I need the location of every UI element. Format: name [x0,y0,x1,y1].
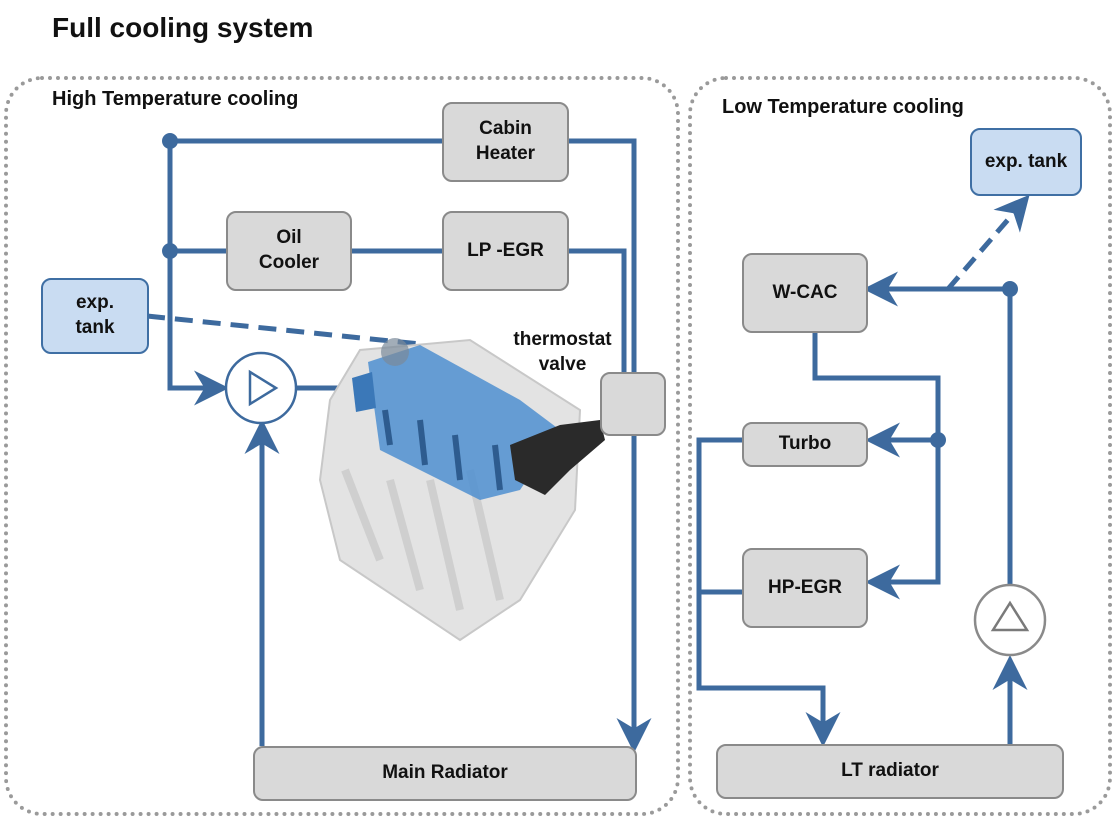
thermostat-valve-box[interactable] [600,372,666,436]
lp-egr-box[interactable]: LP -EGR [442,211,569,291]
oil-cooler-box[interactable]: Oil Cooler [226,211,352,291]
w-cac-box[interactable]: W-CAC [742,253,868,333]
cabin-heater-box[interactable]: Cabin Heater [442,102,569,182]
lp-egr-return-pipe [567,248,627,376]
low-temperature-section [688,76,1112,816]
lt-radiator-box[interactable]: LT radiator [716,744,1064,799]
thermostat-valve-label: thermostat valve [513,329,612,375]
diagram-title: Full cooling system [52,12,314,43]
junction-dot [162,243,178,259]
ht-pump-icon [224,351,298,425]
ht-exp-tank-dashed-pipe [146,313,421,347]
wcac-out-pipe [812,332,941,600]
lt-exp-tank-dashed-pipe [946,194,1030,291]
engine-block-icon [318,338,605,642]
main-radiator-box[interactable]: Main Radiator [253,746,637,801]
lt-exp-tank-box[interactable]: exp. tank [970,128,1082,196]
high-temperature-section [4,76,680,816]
ht-supply-pipe [167,141,229,406]
high-temperature-label: High Temperature cooling [52,88,299,110]
junction-dot [1002,281,1018,297]
junction-dot [930,432,946,448]
junction-dot [162,133,178,149]
cabin-heater-return-pipe [567,138,652,753]
ht-exp-tank-box[interactable]: exp. tank [41,278,149,354]
low-temperature-label: Low Temperature cooling [722,96,964,118]
turbo-hpegr-return-pipe [696,437,841,747]
lt-pump-icon [973,583,1047,657]
turbo-box[interactable]: Turbo [742,422,868,467]
hp-egr-box[interactable]: HP-EGR [742,548,868,628]
